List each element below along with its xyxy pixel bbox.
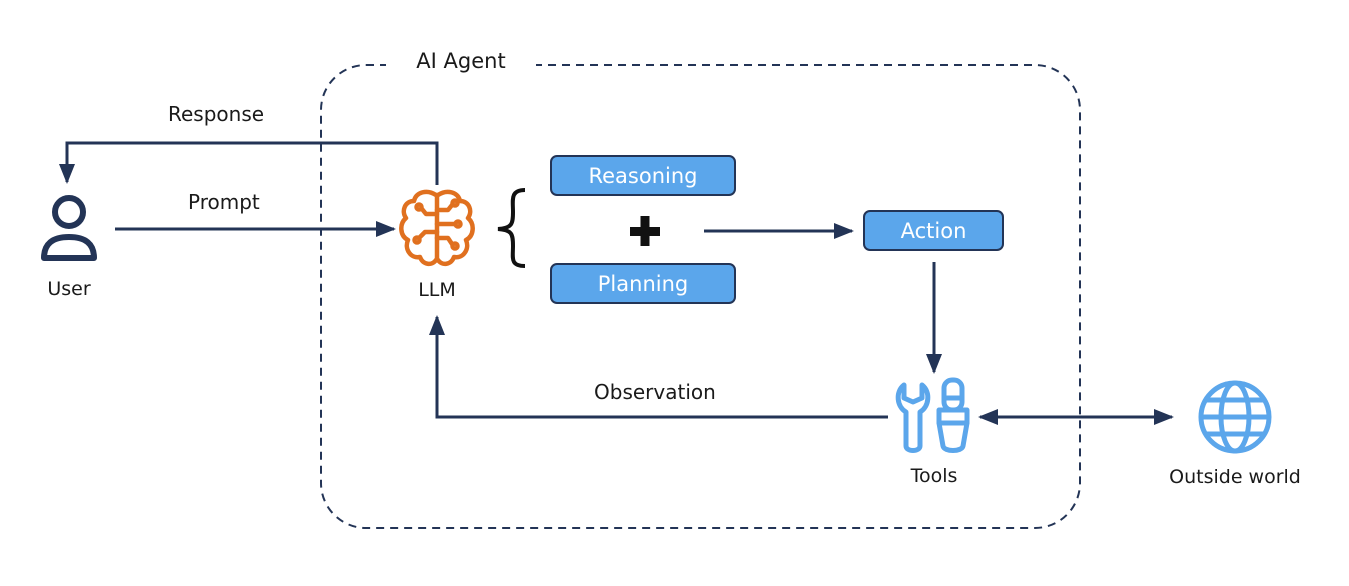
planning-box: Planning xyxy=(550,263,736,304)
user-label: User xyxy=(47,278,91,300)
action-box: Action xyxy=(863,210,1004,251)
reasoning-box: Reasoning xyxy=(550,155,736,196)
brain-circuit-icon xyxy=(399,189,475,267)
observation-label: Observation xyxy=(594,380,716,404)
tools-label: Tools xyxy=(910,465,958,487)
wrench-screwdriver-icon xyxy=(895,377,970,453)
agent-title: AI Agent xyxy=(386,47,536,75)
user-icon xyxy=(41,195,97,261)
plus-icon xyxy=(630,216,660,246)
observation-arrow xyxy=(429,315,888,419)
curly-brace xyxy=(497,188,526,268)
prompt-label: Prompt xyxy=(188,190,260,214)
outside-world-label: Outside world xyxy=(1169,466,1301,488)
response-arrow xyxy=(59,141,439,185)
llm-label: LLM xyxy=(418,279,456,301)
response-label: Response xyxy=(168,102,265,126)
agent-boundary xyxy=(320,64,1081,529)
globe-icon xyxy=(1198,380,1272,454)
